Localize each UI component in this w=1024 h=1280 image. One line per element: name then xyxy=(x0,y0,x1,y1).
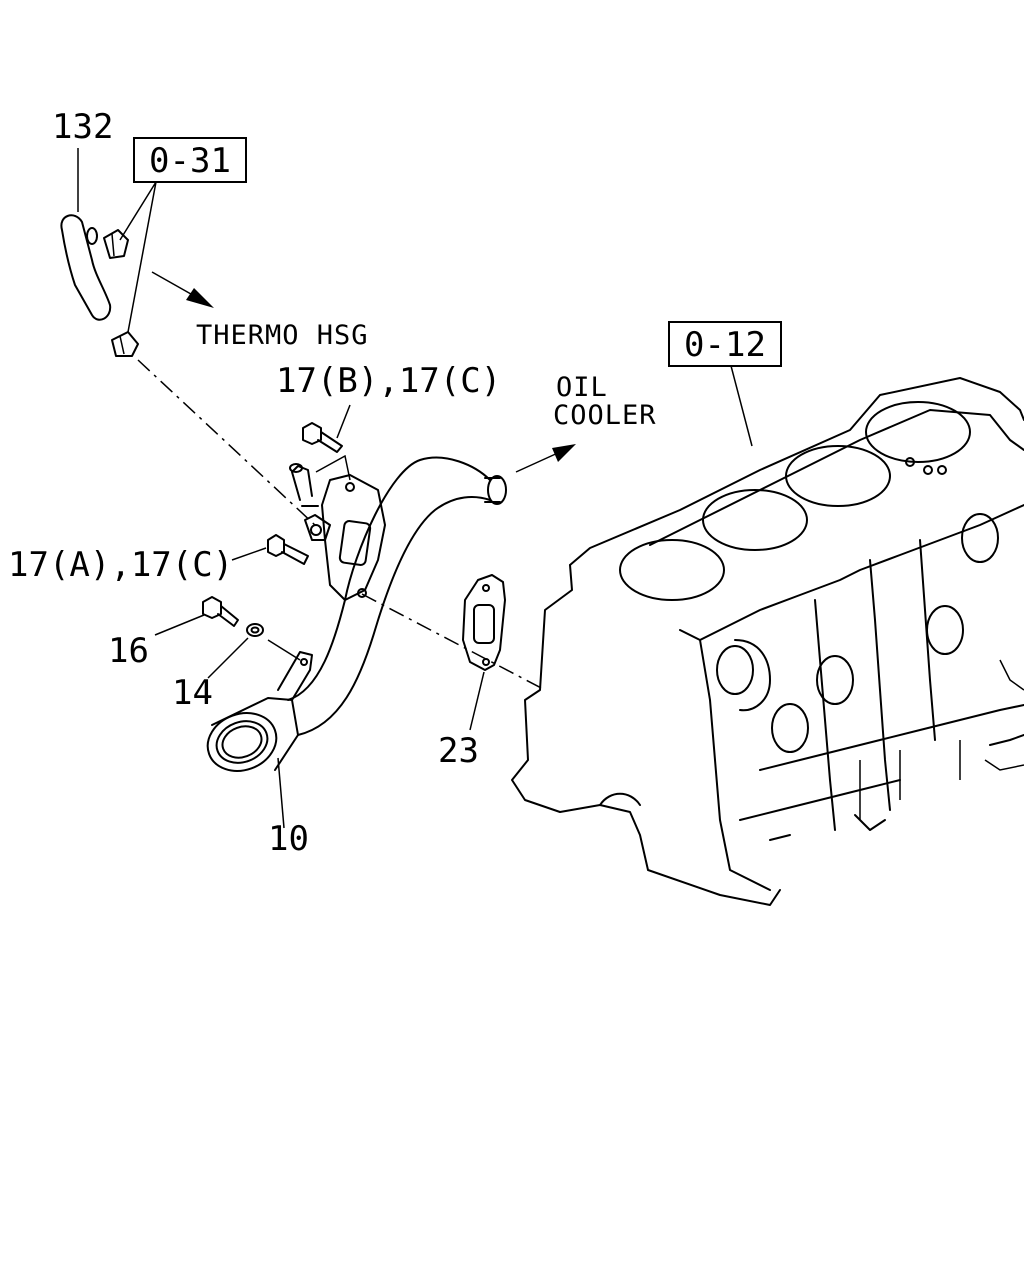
ref-box-0-12 xyxy=(668,321,782,367)
hose xyxy=(60,214,112,321)
alignment-lines xyxy=(137,359,546,691)
ref-box-0-31 xyxy=(133,137,247,183)
bolt-17b xyxy=(302,422,343,453)
bolt-16 xyxy=(202,596,239,627)
ref-label-0-31: 0-31 xyxy=(149,141,231,181)
engine-block xyxy=(511,377,1024,906)
note-cooler: COOLER xyxy=(553,400,657,431)
gasket xyxy=(462,574,506,671)
thermostat-housing xyxy=(289,463,386,601)
arrow-thermo-hsg xyxy=(151,271,214,308)
leader-lines xyxy=(77,148,753,829)
callout-17a-17c: 17(A),17(C) xyxy=(8,545,233,585)
callout-132: 132 xyxy=(52,107,113,147)
callout-16: 16 xyxy=(108,631,149,671)
water-pipe xyxy=(206,456,507,772)
hose-clip-upper xyxy=(103,229,129,259)
callout-14: 14 xyxy=(172,673,213,713)
note-thermo-hsg: THERMO HSG xyxy=(196,320,369,351)
ref-label-0-12: 0-12 xyxy=(684,325,766,365)
callout-23: 23 xyxy=(438,731,479,771)
arrow-oil-cooler xyxy=(515,444,576,473)
note-oil: OIL xyxy=(556,372,608,403)
bolt-17a xyxy=(267,534,309,565)
callout-10: 10 xyxy=(268,819,309,859)
callout-17b-17c: 17(B),17(C) xyxy=(276,361,501,401)
hose-clip-lower xyxy=(111,331,139,357)
washer-14 xyxy=(246,623,264,637)
